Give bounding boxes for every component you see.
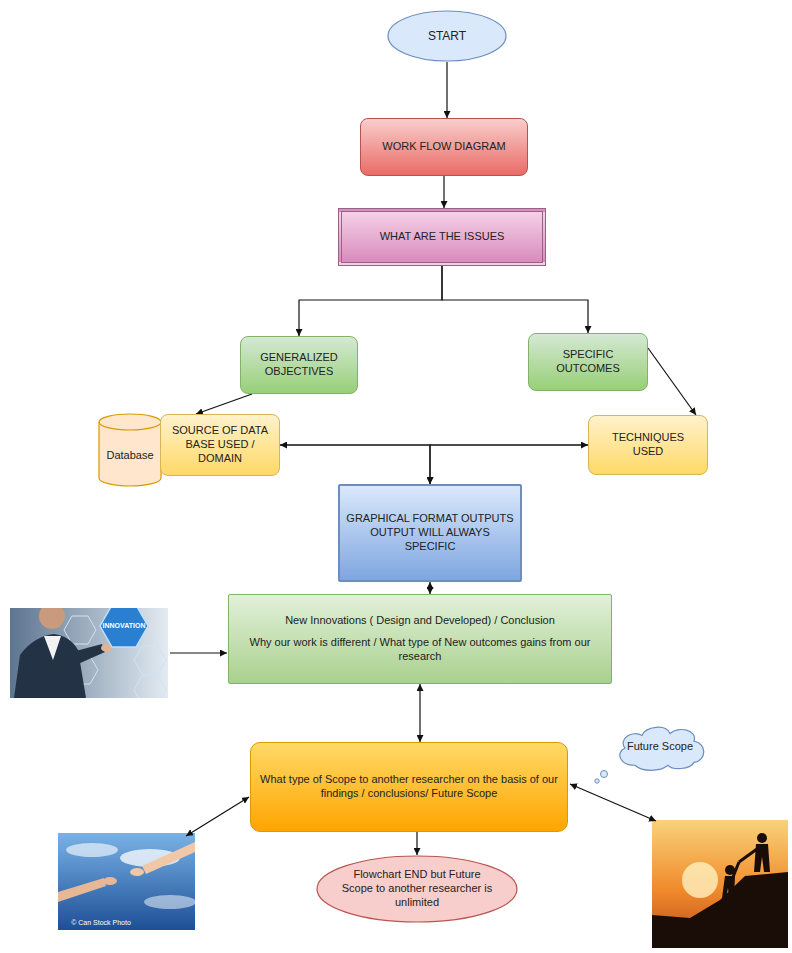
node-text: Database (106, 449, 153, 463)
flow-connector (280, 445, 430, 484)
database-cylinder: Database (98, 414, 162, 486)
node-text: New Innovations ( Design and Developed) … (285, 614, 555, 628)
thought-dot (595, 779, 599, 783)
output-box: GRAPHICAL FORMAT OUTPUTS OUTPUT WILL ALW… (338, 484, 522, 582)
flow-connector (446, 62, 447, 118)
node-text: SPECIFIC OUTCOMES (536, 348, 640, 376)
climber-arm (733, 862, 739, 877)
future-scope-box: What type of Scope to another researcher… (250, 742, 568, 832)
ellipse-outline (317, 856, 517, 922)
cloud-shape (144, 895, 195, 909)
reaching-arm (58, 878, 106, 902)
watermark-text: INNOVATION (100, 621, 148, 630)
watermark-text: © Can Stock Photo (61, 918, 141, 927)
cylinder-rim (99, 422, 161, 430)
hexagon-icon (134, 646, 166, 674)
reaching-hand (103, 877, 117, 885)
person-head (39, 608, 65, 629)
photo-ground (652, 820, 788, 948)
pointer-arrow (170, 652, 227, 653)
conclusion-box: New Innovations ( Design and Developed) … (228, 594, 612, 684)
node-text: Future Scope (627, 740, 693, 754)
flow-connector (430, 445, 588, 484)
handshake-photo (58, 833, 195, 930)
process-box: WORK FLOW DIAGRAM (360, 118, 528, 176)
flow-connector (196, 394, 252, 414)
objective-box: GENERALIZED OBJECTIVES (240, 336, 358, 394)
technique-box: TECHNIQUES USED (588, 415, 708, 475)
climber-head (757, 833, 767, 843)
node-text: Why our work is different / What type of… (236, 636, 604, 664)
node-text: WHAT ARE THE ISSUES (380, 230, 505, 244)
hexagon-icon (134, 676, 166, 698)
ellipse-outline (388, 11, 506, 61)
person-arm (72, 644, 105, 664)
innovation-hexagon (100, 608, 148, 647)
flow-connector (443, 176, 444, 208)
thought-dot (601, 771, 608, 778)
photo-ground (58, 833, 195, 930)
cliff-silhouette (652, 872, 788, 948)
node-text: GRAPHICAL FORMAT OUTPUTS OUTPUT WILL ALW… (346, 512, 514, 553)
node-text: GENERALIZED OBJECTIVES (248, 351, 350, 379)
flow-connector (416, 832, 417, 855)
person-suit (14, 634, 86, 698)
cloud-outline (620, 727, 704, 770)
start-terminal: START (387, 10, 507, 62)
innovation-photo (10, 608, 168, 698)
pointer-arrow (186, 797, 249, 836)
thought-cloud: Future Scope (610, 722, 710, 772)
process-box: WHAT ARE THE ISSUES (338, 208, 546, 266)
node-text: Flowchart END but Future Scope to anothe… (341, 868, 494, 909)
cloud-shape (66, 843, 118, 857)
flow-connector (648, 348, 696, 415)
person-shirt (44, 636, 61, 660)
pointer-arrow (570, 784, 656, 821)
end-terminal: Flowchart END but Future Scope to anothe… (316, 855, 518, 923)
node-text: TECHNIQUES USED (596, 431, 700, 459)
climbing-photo (652, 820, 788, 948)
flow-connector (429, 582, 430, 594)
cylinder-outline (99, 414, 161, 486)
climber-arm (739, 849, 757, 862)
node-text: SOURCE OF DATA BASE USED / DOMAIN (168, 424, 272, 465)
climber-body (722, 876, 735, 898)
node-text: What type of Scope to another researcher… (258, 773, 560, 801)
flow-connector (419, 684, 420, 742)
reaching-hand (130, 868, 144, 876)
data-source-box: SOURCE OF DATA BASE USED / DOMAIN (160, 414, 280, 476)
flow-connector (442, 266, 588, 333)
sun (682, 862, 718, 898)
flow-connector (299, 266, 442, 336)
node-text: WORK FLOW DIAGRAM (382, 140, 505, 154)
reaching-arm (142, 842, 195, 874)
node-text: START (428, 29, 466, 44)
outcome-box: SPECIFIC OUTCOMES (528, 333, 648, 391)
